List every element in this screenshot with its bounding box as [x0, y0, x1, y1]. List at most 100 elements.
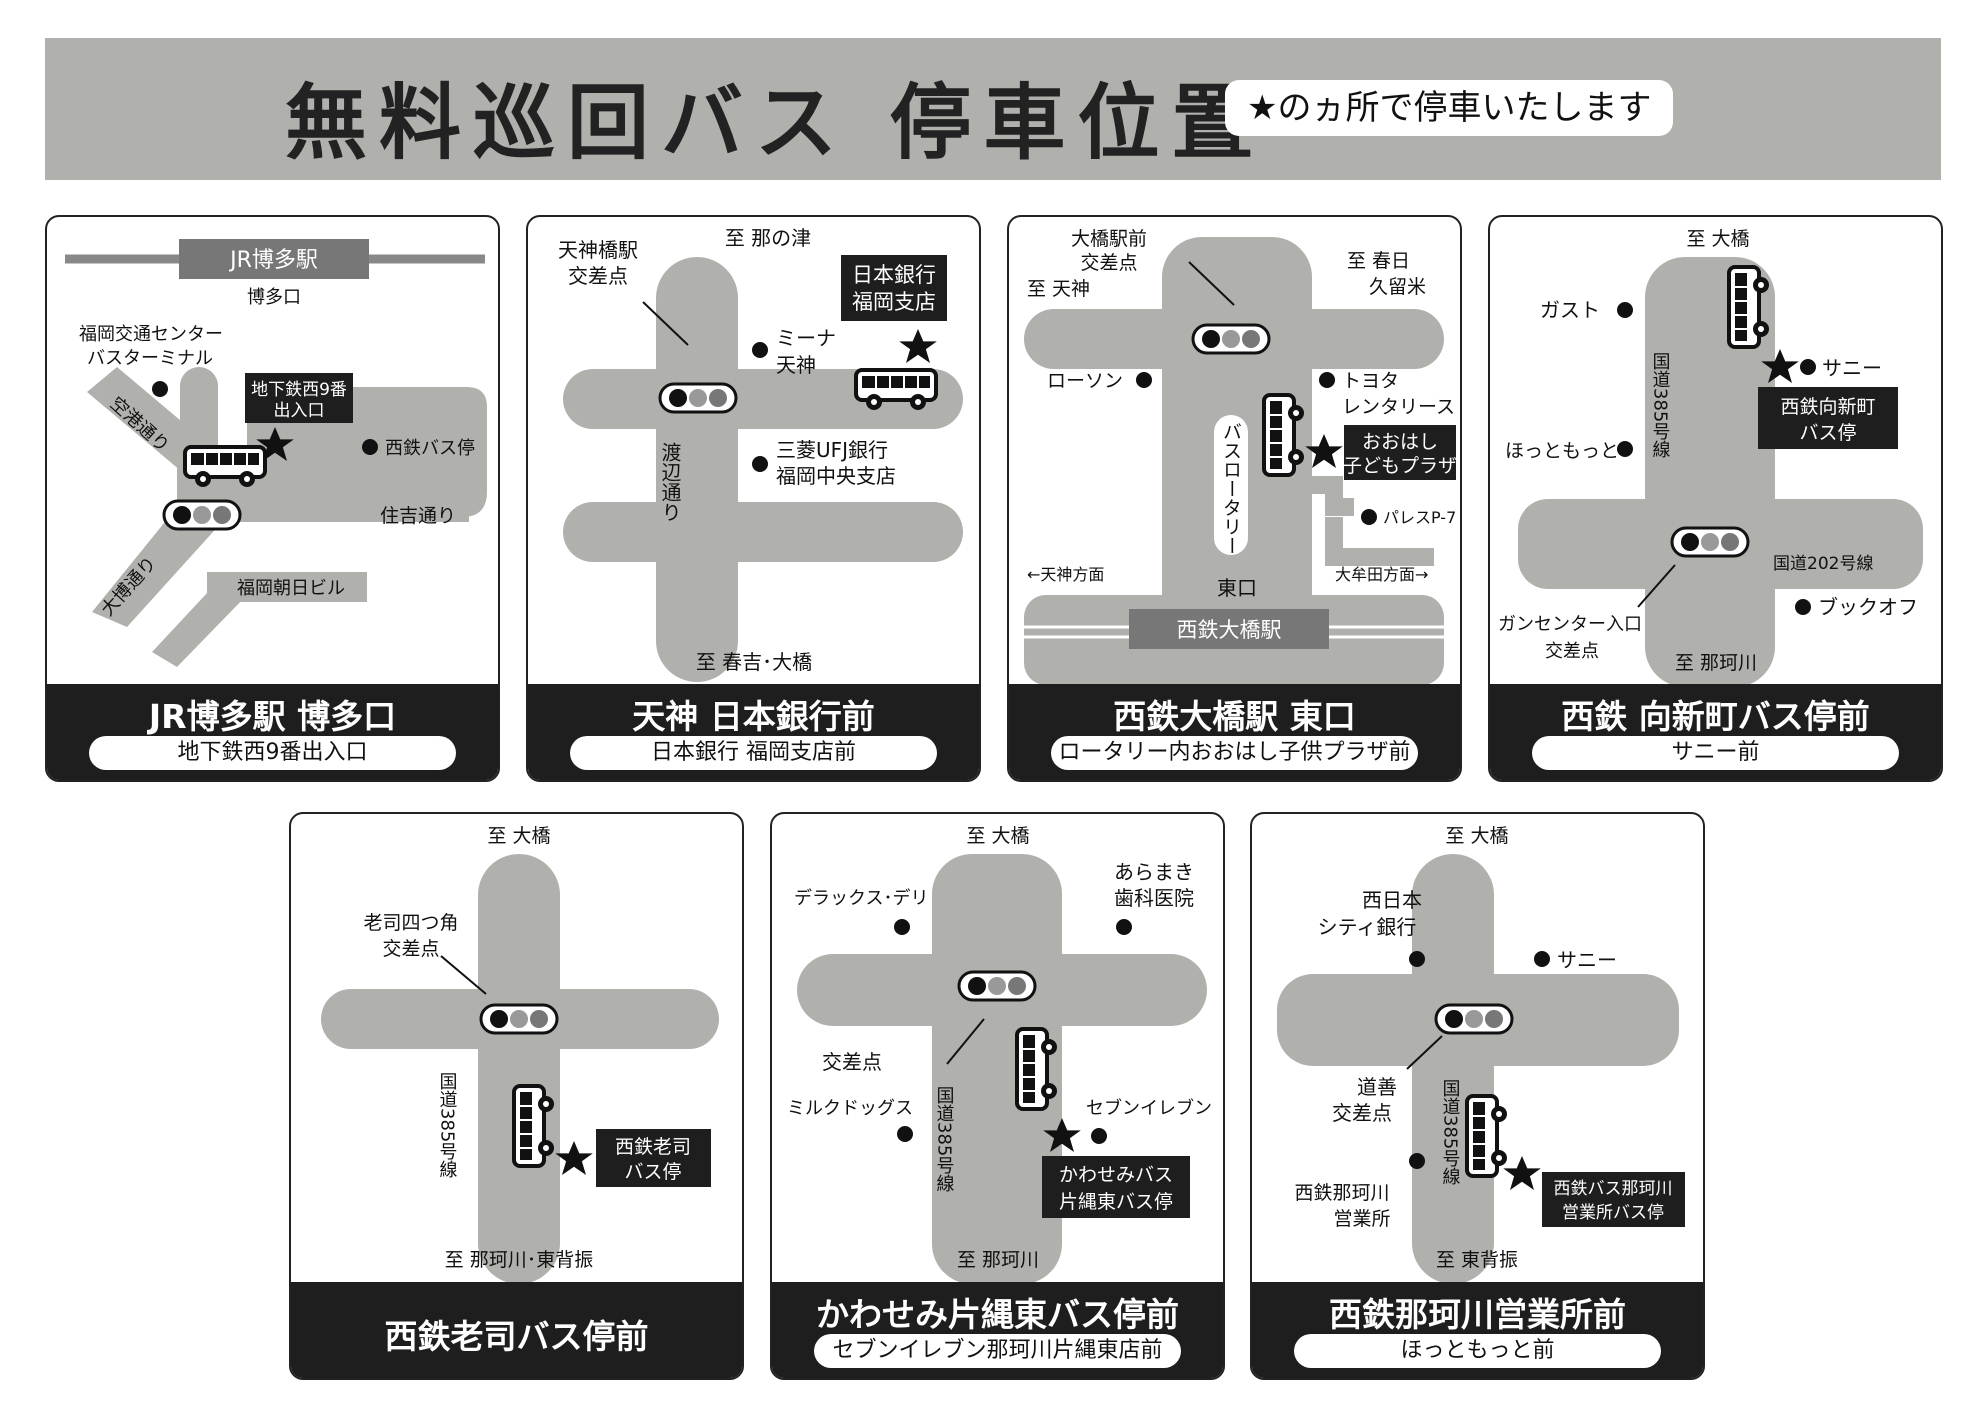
- svg-text:サニー: サニー: [1822, 356, 1882, 380]
- svg-text:至 東背振: 至 東背振: [1436, 1249, 1518, 1271]
- svg-text:バスロータリー: バスロータリー: [1220, 422, 1242, 555]
- svg-text:至 大橋: 至 大橋: [487, 825, 550, 847]
- svg-text:あらまき: あらまき: [1114, 860, 1194, 884]
- svg-text:西鉄那珂川: 西鉄那珂川: [1294, 1182, 1389, 1204]
- svg-text:至 那珂川: 至 那珂川: [957, 1249, 1039, 1271]
- svg-text:国道385号線: 国道385号線: [437, 1072, 458, 1178]
- header-banner: 無料巡回バス 停車位置 ★のヵ所で停車いたします: [45, 38, 1941, 180]
- svg-text:国道385号線: 国道385号線: [1650, 352, 1671, 458]
- station-label: JR博多駅: [228, 248, 318, 273]
- svg-text:パレスP-7: パレスP-7: [1383, 508, 1456, 527]
- svg-text:ほっともっと: ほっともっと: [1505, 440, 1619, 462]
- svg-text:営業所: 営業所: [1333, 1208, 1390, 1230]
- svg-text:福岡交通センター: 福岡交通センター: [79, 324, 223, 345]
- svg-text:おおはし: おおはし: [1362, 431, 1438, 453]
- card-footer: JR博多駅 博多口 地下鉄西9番出入口: [47, 684, 498, 780]
- card-footer: 西鉄 向新町バス停前 サニー前: [1490, 684, 1941, 780]
- svg-text:道善: 道善: [1357, 1075, 1397, 1099]
- card-footer: 西鉄老司バス停前: [291, 1282, 742, 1378]
- svg-text:西日本: 西日本: [1362, 888, 1422, 912]
- map-card-tenjin: 日本銀行 福岡支店 至 那の津 天神橋駅 交差点 ミーナ 天神 三菱UFJ銀行 …: [526, 215, 981, 782]
- svg-text:ガンセンター入口: ガンセンター入口: [1498, 614, 1642, 635]
- svg-text:デラックス･デリ: デラックス･デリ: [794, 888, 928, 909]
- svg-text:国道385号線: 国道385号線: [934, 1086, 955, 1192]
- svg-text:交差点: 交差点: [1332, 1101, 1392, 1125]
- svg-text:バス停: バス停: [624, 1161, 681, 1183]
- svg-text:出入口: 出入口: [274, 401, 325, 421]
- svg-text:久留米: 久留米: [1369, 276, 1426, 298]
- map-card-katanawa: かわせみバス 片縄東バス停 至 大橋 デラックス･デリ あらまき 歯科医院 交差…: [770, 812, 1225, 1380]
- svg-text:ガスト: ガスト: [1540, 298, 1600, 322]
- svg-text:かわせみバス: かわせみバス: [1059, 1164, 1173, 1186]
- svg-text:西鉄バス那珂川: 西鉄バス那珂川: [1554, 1179, 1673, 1199]
- svg-text:シティ銀行: シティ銀行: [1318, 915, 1417, 939]
- card-title: JR博多駅 博多口: [148, 697, 397, 736]
- svg-text:交差点: 交差点: [822, 1050, 882, 1074]
- map-katanawa: かわせみバス 片縄東バス停 至 大橋 デラックス･デリ あらまき 歯科医院 交差…: [787, 825, 1212, 1284]
- card-subtitle: 地下鉄西9番出入口: [89, 736, 456, 770]
- svg-text:ミーナ: ミーナ: [776, 326, 836, 350]
- svg-text:西鉄向新町: 西鉄向新町: [1780, 396, 1875, 418]
- map-hakata: JR博多駅 博多口 地下鉄西9番 出入口 福岡交通センター バスターミナル 西鉄…: [65, 239, 487, 667]
- svg-text:天神橋駅: 天神橋駅: [558, 238, 638, 262]
- svg-text:住吉通り: 住吉通り: [380, 505, 456, 527]
- svg-text:ブックオフ: ブックオフ: [1818, 595, 1918, 619]
- map-card-nakagawa: 西鉄バス那珂川 営業所バス停 至 大橋 西日本 シティ銀行 サニー 道善 交差点…: [1250, 812, 1705, 1380]
- map-card-roji: 西鉄老司 バス停 至 大橋 老司四つ角 交差点 国道385号線 至 那珂川･東背…: [289, 812, 744, 1380]
- svg-text:トヨタ: トヨタ: [1342, 370, 1399, 392]
- card-footer: 西鉄那珂川営業所前 ほっともっと前: [1252, 1282, 1703, 1378]
- svg-text:西鉄老司: 西鉄老司: [615, 1136, 691, 1158]
- map-mukaishinmachi: 西鉄向新町 バス停 至 大橋 ガスト サニー ほっともっと 国道385号線 国道…: [1498, 228, 1923, 687]
- svg-text:歯科医院: 歯科医院: [1114, 886, 1194, 910]
- svg-text:レンタリース: レンタリース: [1342, 396, 1455, 418]
- svg-text:大橋駅前: 大橋駅前: [1071, 228, 1147, 250]
- map-card-ohashi: バスロータリー おおはし 子どもプラザ 大橋駅前 交差点 至 天神 至 春日 久…: [1007, 215, 1462, 782]
- svg-text:交差点: 交差点: [1080, 252, 1137, 274]
- map-card-hakata: JR博多駅 博多口 地下鉄西9番 出入口 福岡交通センター バスターミナル 西鉄…: [45, 215, 500, 782]
- exit-label: 博多口: [247, 287, 301, 308]
- svg-text:バス停: バス停: [1799, 422, 1856, 444]
- svg-text:渡辺通り: 渡辺通り: [658, 442, 682, 522]
- card-footer: 天神 日本銀行前 日本銀行 福岡支店前: [528, 684, 979, 780]
- svg-text:片縄東バス停: 片縄東バス停: [1059, 1191, 1173, 1213]
- svg-text:福岡中央支店: 福岡中央支店: [776, 464, 896, 488]
- svg-text:至 那の津: 至 那の津: [725, 226, 811, 250]
- svg-text:日本銀行: 日本銀行: [852, 263, 936, 287]
- svg-text:セブンイレブン: セブンイレブン: [1086, 1097, 1212, 1119]
- svg-text:交差点: 交差点: [1545, 641, 1599, 662]
- svg-text:三菱UFJ銀行: 三菱UFJ銀行: [776, 438, 888, 462]
- svg-text:交差点: 交差点: [382, 938, 439, 960]
- svg-text:ミルクドッグス: ミルクドッグス: [787, 1098, 913, 1119]
- svg-text:交差点: 交差点: [568, 264, 628, 288]
- card-footer: かわせみ片縄東バス停前 セブンイレブン那珂川片縄東店前: [772, 1282, 1223, 1378]
- svg-text:国道202号線: 国道202号線: [1773, 554, 1873, 574]
- svg-text:至 春吉･大橋: 至 春吉･大橋: [696, 650, 812, 674]
- header-note: ★のヵ所で停車いたします: [1225, 80, 1674, 136]
- map-ohashi: バスロータリー おおはし 子どもプラザ 大橋駅前 交差点 至 天神 至 春日 久…: [1024, 228, 1457, 685]
- svg-text:至 那珂川･東背振: 至 那珂川･東背振: [445, 1249, 594, 1271]
- svg-text:営業所バス停: 営業所バス停: [1562, 1203, 1664, 1223]
- svg-text:ローソン: ローソン: [1047, 370, 1123, 392]
- svg-text:地下鉄西9番: 地下鉄西9番: [251, 380, 347, 400]
- svg-text:東口: 東口: [1217, 576, 1257, 600]
- svg-text:至 天神: 至 天神: [1027, 278, 1090, 300]
- page-title: 無料巡回バス 停車位置: [285, 75, 1266, 171]
- svg-text:至 大橋: 至 大橋: [1445, 825, 1508, 847]
- map-card-mukaishinmachi: 西鉄向新町 バス停 至 大橋 ガスト サニー ほっともっと 国道385号線 国道…: [1488, 215, 1943, 782]
- svg-text:大牟田方面→: 大牟田方面→: [1335, 565, 1428, 584]
- svg-text:至 春日: 至 春日: [1347, 250, 1410, 272]
- svg-text:至 那珂川: 至 那珂川: [1675, 652, 1757, 674]
- map-nakagawa: 西鉄バス那珂川 営業所バス停 至 大橋 西日本 シティ銀行 サニー 道善 交差点…: [1277, 825, 1685, 1284]
- card-footer: 西鉄大橋駅 東口 ロータリー内おおはし子供プラザ前: [1009, 684, 1460, 780]
- svg-text:老司四つ角: 老司四つ角: [363, 912, 458, 934]
- map-roji: 西鉄老司 バス停 至 大橋 老司四つ角 交差点 国道385号線 至 那珂川･東背…: [321, 825, 719, 1284]
- svg-text:国道385号線: 国道385号線: [1440, 1079, 1461, 1185]
- svg-text:サニー: サニー: [1557, 948, 1617, 972]
- map-tenjin: 日本銀行 福岡支店 至 那の津 天神橋駅 交差点 ミーナ 天神 三菱UFJ銀行 …: [558, 226, 963, 682]
- svg-text:西鉄大橋駅: 西鉄大橋駅: [1177, 618, 1282, 642]
- svg-text:西鉄バス停: 西鉄バス停: [385, 438, 475, 459]
- svg-text:福岡朝日ビル: 福岡朝日ビル: [237, 578, 345, 599]
- svg-text:福岡支店: 福岡支店: [852, 290, 936, 314]
- svg-text:天神: 天神: [776, 353, 816, 377]
- svg-text:至 大橋: 至 大橋: [966, 825, 1029, 847]
